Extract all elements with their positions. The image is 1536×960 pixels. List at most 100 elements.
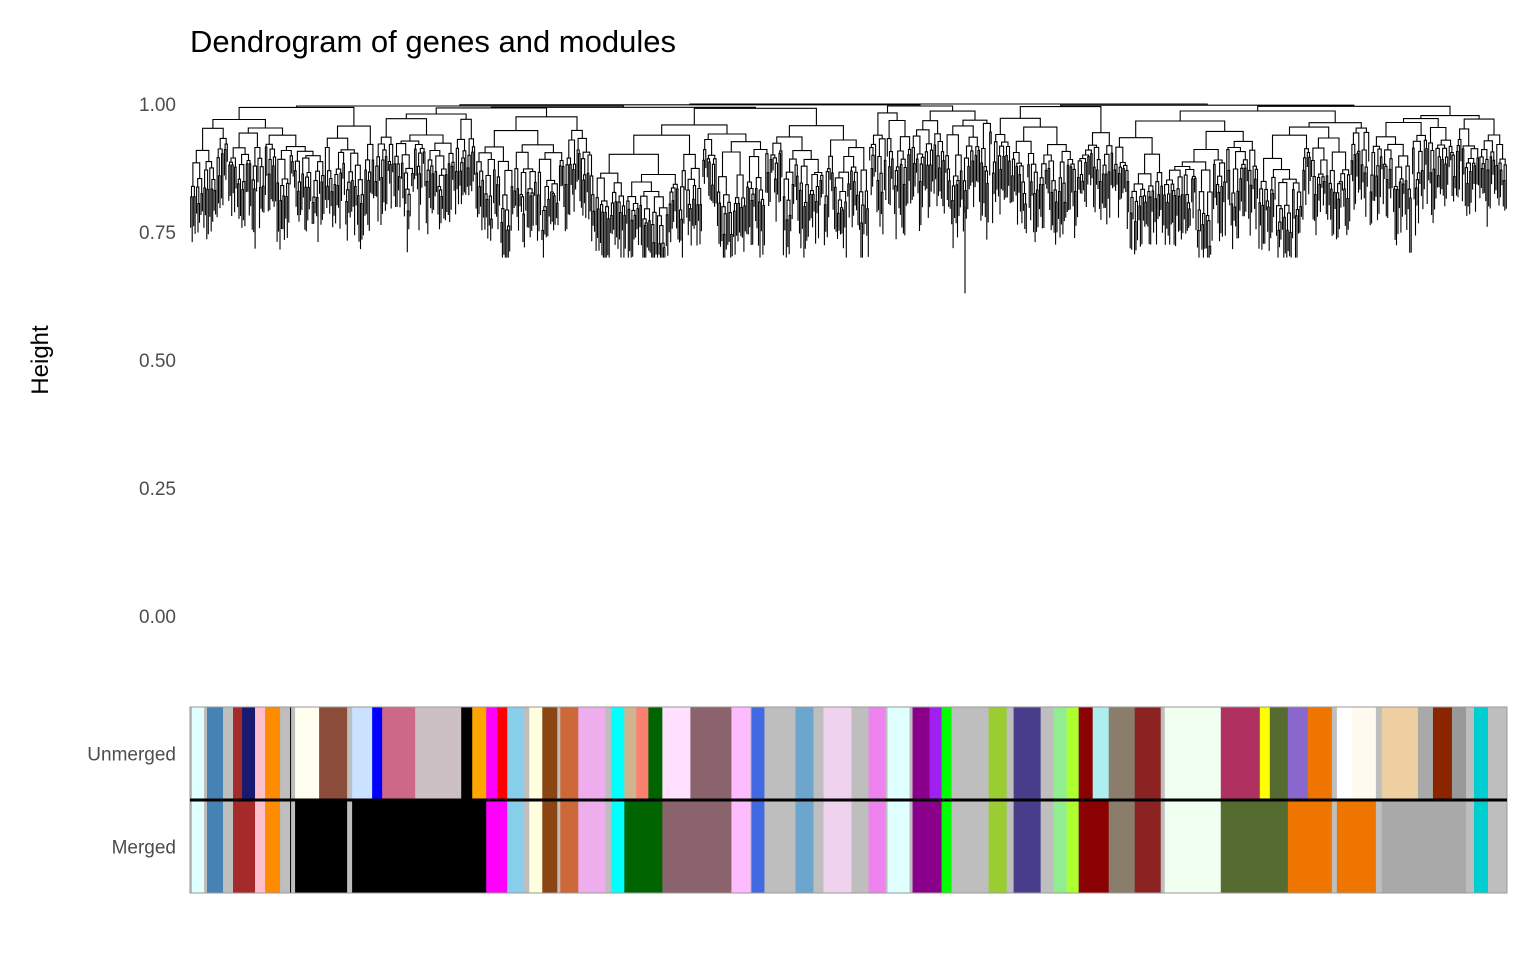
module-color-segment — [605, 800, 612, 893]
module-color-segment — [1307, 707, 1333, 800]
module-color-segment — [1451, 707, 1467, 800]
module-color-segment — [941, 707, 952, 800]
module-color-segment — [662, 800, 732, 893]
module-color-segment — [472, 707, 487, 800]
module-color-segment — [813, 707, 824, 800]
module-color-segment — [523, 707, 530, 800]
module-color-segment — [1287, 707, 1309, 800]
module-color-segment — [242, 707, 256, 800]
module-color-segment — [529, 800, 543, 893]
module-color-segment — [912, 800, 942, 893]
module-color-segment — [851, 707, 869, 800]
module-color-segment — [415, 707, 462, 800]
module-color-segment — [295, 707, 320, 800]
module-color-segment — [233, 707, 243, 800]
module-color-segment — [750, 800, 752, 893]
module-color-segment — [1336, 800, 1377, 893]
module-color-segment — [290, 800, 292, 893]
module-color-segment — [868, 707, 886, 800]
module-color-segment — [529, 707, 543, 800]
module-color-segment — [207, 707, 224, 800]
module-color-segment — [1465, 707, 1475, 800]
module-color-segment — [382, 707, 416, 800]
module-color-segment — [912, 707, 930, 800]
module-color-segment — [507, 707, 524, 800]
module-color-segment — [486, 707, 498, 800]
dendrogram — [190, 103, 1507, 294]
module-color-segment — [1351, 707, 1377, 800]
module-color-segment — [1160, 800, 1166, 893]
module-color-segment — [951, 800, 990, 893]
color-row-label: Unmerged — [87, 745, 176, 766]
chart-title: Dendrogram of genes and modules — [190, 24, 676, 59]
module-color-segment — [611, 707, 625, 800]
module-color-segment — [1040, 800, 1055, 893]
module-color-segment — [988, 800, 1008, 893]
module-color-segment — [611, 800, 625, 893]
module-color-segment — [1013, 800, 1042, 893]
module-color-segment — [1331, 800, 1338, 893]
module-color-segment — [624, 800, 663, 893]
module-color-segment — [1160, 707, 1166, 800]
module-color-segment — [764, 800, 796, 893]
color-row-label: Merged — [112, 838, 176, 859]
module-color-segment — [204, 800, 208, 893]
module-color-segment — [560, 800, 579, 893]
module-color-segment — [347, 800, 353, 893]
module-color-segment — [207, 800, 224, 893]
module-color-segment — [192, 800, 205, 893]
module-color-segment — [352, 707, 373, 800]
module-color-segment — [1269, 707, 1289, 800]
module-color-segment — [1092, 707, 1110, 800]
module-color-segment — [1078, 707, 1094, 800]
module-color-segment — [542, 800, 558, 893]
module-color-segment — [1381, 707, 1419, 800]
module-color-segment — [1287, 800, 1333, 893]
module-color-segment — [255, 707, 266, 800]
module-color-segment — [280, 707, 291, 800]
module-color-segment — [192, 707, 205, 800]
module-color-segment — [560, 707, 579, 800]
y-tick-label: 0.25 — [139, 479, 176, 500]
module-color-segment — [523, 800, 530, 893]
module-color-segment — [751, 800, 765, 893]
module-color-segment — [1006, 707, 1015, 800]
module-color-segment — [291, 707, 296, 800]
module-color-segment — [280, 800, 291, 893]
module-color-segment — [1375, 707, 1383, 800]
module-color-segment — [909, 800, 913, 893]
module-color-segment — [988, 707, 1008, 800]
module-color-segment — [204, 707, 208, 800]
y-tick-label: 0.75 — [139, 223, 176, 244]
module-color-segment — [578, 800, 606, 893]
module-color-segment — [648, 707, 663, 800]
module-color-segment — [795, 707, 814, 800]
module-color-segment — [497, 707, 508, 800]
module-color-segment — [233, 800, 256, 893]
module-color-segment — [1220, 800, 1289, 893]
module-color-segment — [1336, 707, 1353, 800]
module-color-segment — [1473, 707, 1489, 800]
module-color-segment — [1331, 707, 1338, 800]
module-color-segment — [1053, 707, 1068, 800]
module-color-segment — [223, 707, 234, 800]
module-color-segment — [813, 800, 824, 893]
y-axis-ticks: 0.000.250.500.751.00 — [139, 95, 176, 628]
module-color-segment — [1078, 800, 1110, 893]
module-color-segment — [887, 800, 910, 893]
module-color-segment — [731, 800, 751, 893]
module-color-segment — [941, 800, 952, 893]
module-color-segment — [887, 707, 910, 800]
module-color-segment — [1040, 707, 1055, 800]
module-color-segment — [507, 800, 524, 893]
module-color-segment — [1053, 800, 1068, 893]
y-tick-label: 1.00 — [139, 95, 176, 116]
module-color-segment — [1066, 707, 1080, 800]
module-color-segment — [557, 707, 561, 800]
module-color-segment — [731, 707, 751, 800]
module-color-segment — [1134, 800, 1162, 893]
module-color-segment — [1134, 707, 1162, 800]
module-color-segment — [265, 800, 281, 893]
module-color-segment — [1108, 707, 1136, 800]
